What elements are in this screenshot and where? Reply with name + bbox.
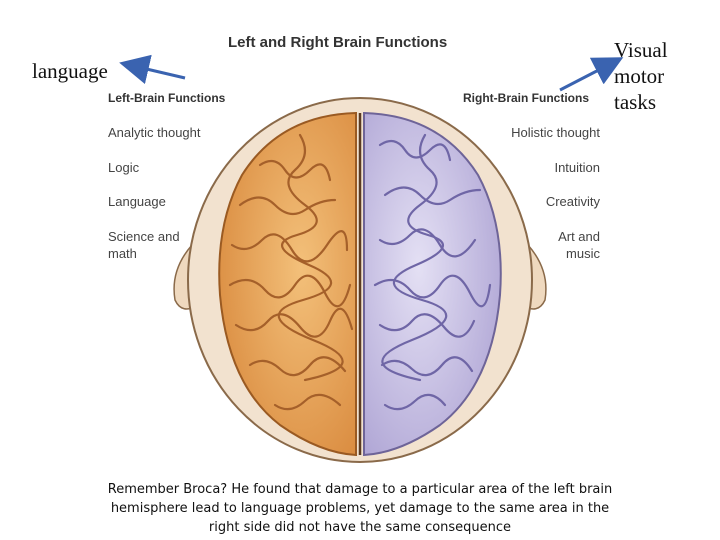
right-item-holistic: Holistic thought: [511, 125, 600, 140]
annotation-visual-line: Visual: [614, 38, 668, 62]
right-gyri: [373, 133, 492, 411]
caption-line-1: Remember Broca? He found that damage to …: [107, 482, 613, 497]
caption-line-2: hemisphere lead to language problems, ye…: [110, 501, 610, 516]
left-item-language: Language: [108, 194, 166, 209]
right-item-art: Art and: [558, 229, 600, 244]
right-brain-header: Right-Brain Functions: [463, 91, 589, 105]
annotation-tasks-line: tasks: [614, 90, 656, 114]
left-brain-header: Left-Brain Functions: [108, 91, 226, 105]
brain-illustration: [173, 97, 547, 463]
annotation-visual-motor-tasks: Visual motor tasks: [614, 37, 668, 115]
annotation-language: language: [32, 59, 108, 83]
right-hemisphere: [363, 111, 502, 457]
right-item-creativity: Creativity: [545, 194, 600, 209]
caption-line-3: right side did not have the same consequ…: [208, 520, 512, 535]
left-item-math: math: [108, 246, 137, 261]
left-gyri: [228, 133, 354, 411]
right-item-music: music: [566, 246, 600, 261]
arrow-to-language: [119, 54, 186, 85]
diagram-title: Left and Right Brain Functions: [228, 34, 448, 51]
left-item-science: Science and: [108, 229, 180, 244]
caption: Remember Broca? He found that damage to …: [95, 480, 625, 537]
left-item-logic: Logic: [108, 160, 140, 175]
annotation-motor-line: motor: [614, 64, 665, 88]
left-item-analytic: Analytic thought: [108, 125, 201, 140]
arrow-to-visual-motor: [559, 57, 624, 92]
right-item-intuition: Intuition: [554, 160, 600, 175]
